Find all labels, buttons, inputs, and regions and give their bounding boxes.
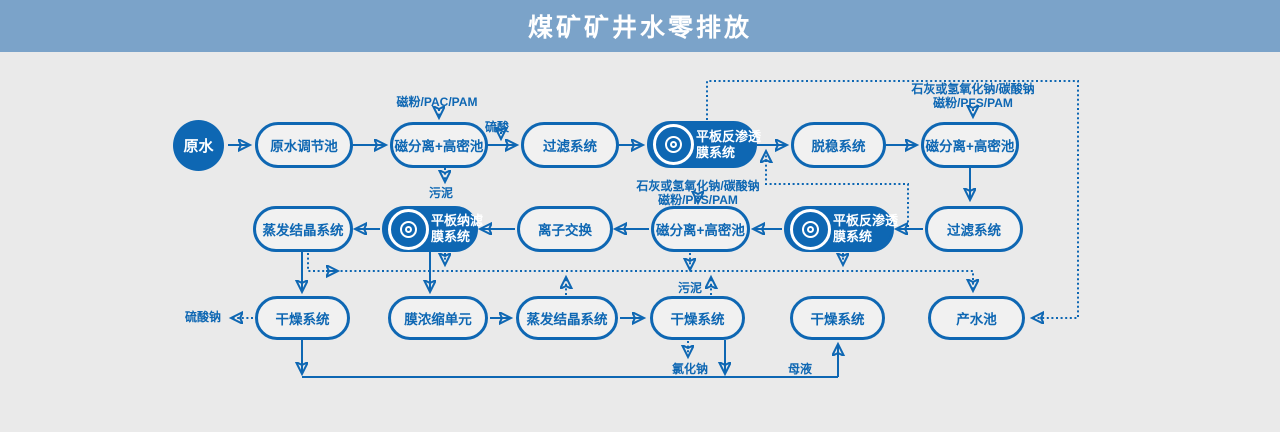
label-dosing-sulfuric-acid: 硫酸 [484, 120, 510, 134]
node-evap-crystal-2: 蒸发结晶系统 [516, 296, 618, 340]
label-mother-liquor: 母液 [787, 362, 813, 376]
label-sludge-2: 污泥 [677, 281, 703, 295]
page-title: 煤矿矿井水零排放 [527, 14, 752, 42]
label-sodium-sulfate: 硫酸钠 [184, 310, 222, 324]
membrane-disc-icon [790, 208, 831, 250]
node-filter-2: 过滤系统 [925, 206, 1023, 252]
node-magsep-2: 磁分离+高密池 [921, 122, 1019, 168]
node-magsep-1: 磁分离+高密池 [390, 122, 488, 168]
node-destab: 脱稳系统 [791, 122, 886, 168]
membrane-disc-icon [388, 208, 429, 250]
label-sodium-chloride: 氯化钠 [671, 362, 709, 376]
node-evap-crystal-1: 蒸发结晶系统 [253, 206, 353, 252]
page-header: 煤矿矿井水零排放 [0, 0, 1280, 52]
node-ro-membrane-2: 平板反渗透膜系统 [784, 206, 898, 252]
node-adjust-tank: 原水调节池 [255, 122, 353, 168]
node-membrane-conc: 膜浓缩单元 [388, 296, 488, 340]
label-dosing-lime-1: 石灰或氢氧化钠/碳酸钠 磁粉/PFS/PAM [911, 82, 1035, 110]
node-raw-water: 原水 [173, 120, 224, 171]
node-nf-membrane: 平板纳滤膜系统 [382, 206, 483, 252]
membrane-disc-icon [653, 124, 694, 165]
label-sludge-1: 污泥 [428, 186, 454, 200]
node-dry-2: 干燥系统 [650, 296, 745, 340]
node-dry-1: 干燥系统 [255, 296, 350, 340]
node-dry-3: 干燥系统 [790, 296, 885, 340]
node-product-pool: 产水池 [928, 296, 1025, 340]
label-dosing-magnetic-pac-pam: 磁粉/PAC/PAM [396, 95, 478, 109]
node-magsep-3: 磁分离+高密池 [651, 206, 750, 252]
node-filter-1: 过滤系统 [521, 122, 619, 168]
node-ro-membrane-1: 平板反渗透膜系统 [647, 121, 761, 168]
label-dosing-lime-2: 石灰或氢氧化钠/碳酸钠 磁粉/PFS/PAM [636, 179, 760, 207]
node-ion-exchange: 离子交换 [517, 206, 613, 252]
